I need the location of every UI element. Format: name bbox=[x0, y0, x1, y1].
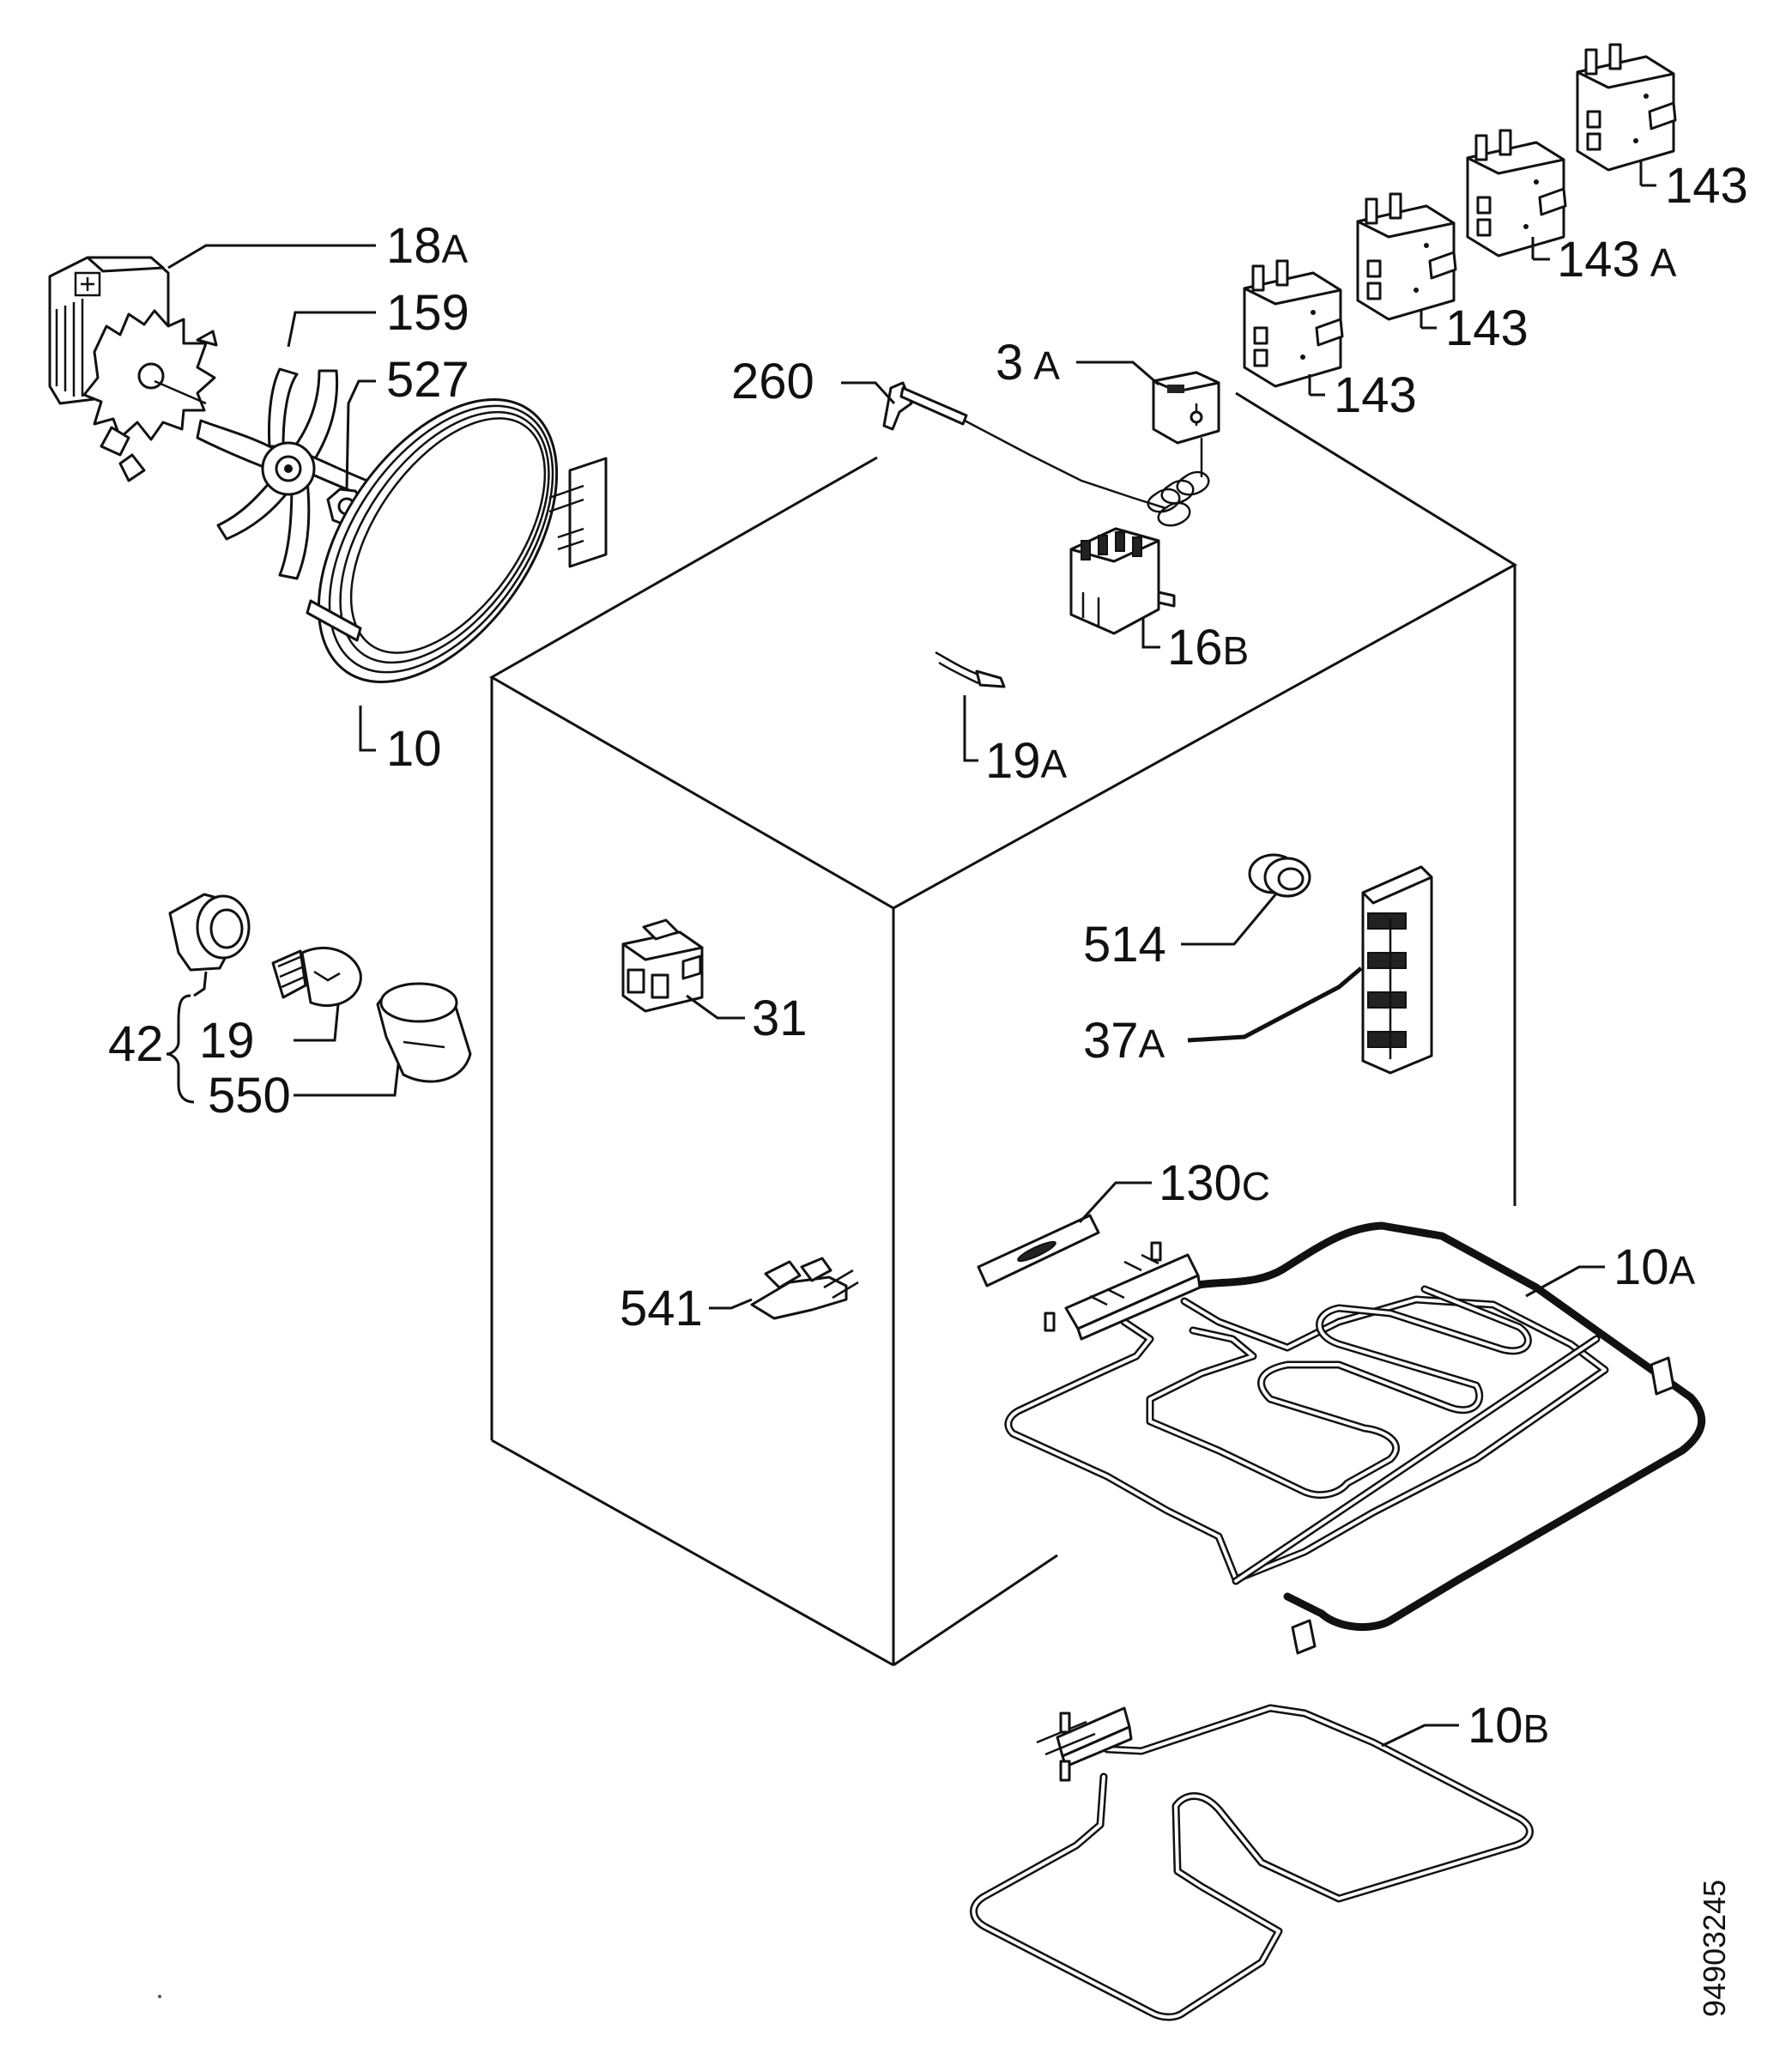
label-514: 514 bbox=[1083, 917, 1166, 972]
grill-element bbox=[1004, 1221, 1706, 1655]
lamp-cover bbox=[376, 982, 472, 1083]
label-159: 159 bbox=[386, 285, 469, 341]
indicator-lamp bbox=[935, 651, 1006, 688]
switch-143-d bbox=[1576, 43, 1677, 172]
label-31: 31 bbox=[752, 991, 808, 1046]
label-143-top: 143 bbox=[1665, 158, 1748, 214]
element-bracket-plate bbox=[977, 1214, 1100, 1288]
label-260: 260 bbox=[731, 354, 814, 409]
switch-143-b bbox=[1356, 192, 1457, 321]
label-527: 527 bbox=[386, 352, 469, 408]
label-550: 550 bbox=[208, 1068, 291, 1124]
switch-143-a bbox=[1243, 259, 1344, 388]
label-19: 19 bbox=[199, 1013, 255, 1069]
label-10B: 10B bbox=[1468, 1698, 1549, 1754]
label-18A: 18A bbox=[386, 218, 469, 274]
fan-motor bbox=[48, 256, 218, 482]
circular-heating-element bbox=[306, 398, 608, 683]
thermostat bbox=[1147, 371, 1220, 527]
document-id: 94903245 bbox=[1697, 1880, 1732, 2017]
selector-switch bbox=[1069, 527, 1176, 635]
label-37A: 37A bbox=[1083, 1013, 1165, 1069]
lamp-socket bbox=[168, 893, 251, 972]
bottom-heating-element bbox=[970, 1704, 1534, 2021]
label-19A: 19A bbox=[985, 733, 1068, 789]
lamp-bulb bbox=[271, 946, 362, 1008]
label-143-mid: 143 bbox=[1445, 300, 1529, 356]
fan-blade bbox=[196, 367, 383, 580]
hinge-bracket bbox=[750, 1257, 859, 1320]
brace-42 bbox=[166, 994, 195, 1104]
label-16B: 16B bbox=[1167, 620, 1249, 676]
door-switch bbox=[621, 918, 704, 1013]
lamp-holder-514 bbox=[1248, 853, 1311, 898]
label-10A: 10A bbox=[1613, 1239, 1696, 1295]
label-143-low: 143 bbox=[1334, 367, 1417, 423]
label-130C: 130C bbox=[1159, 1155, 1270, 1211]
switch-143a bbox=[1466, 129, 1567, 258]
oven-cavity-box bbox=[488, 391, 1517, 1667]
thermostat-probe bbox=[882, 381, 1166, 510]
terminal-block bbox=[1361, 865, 1433, 1075]
label-42: 42 bbox=[108, 1016, 164, 1072]
leader-lines bbox=[167, 161, 1656, 1748]
label-10: 10 bbox=[386, 721, 442, 777]
label-541: 541 bbox=[620, 1281, 703, 1336]
